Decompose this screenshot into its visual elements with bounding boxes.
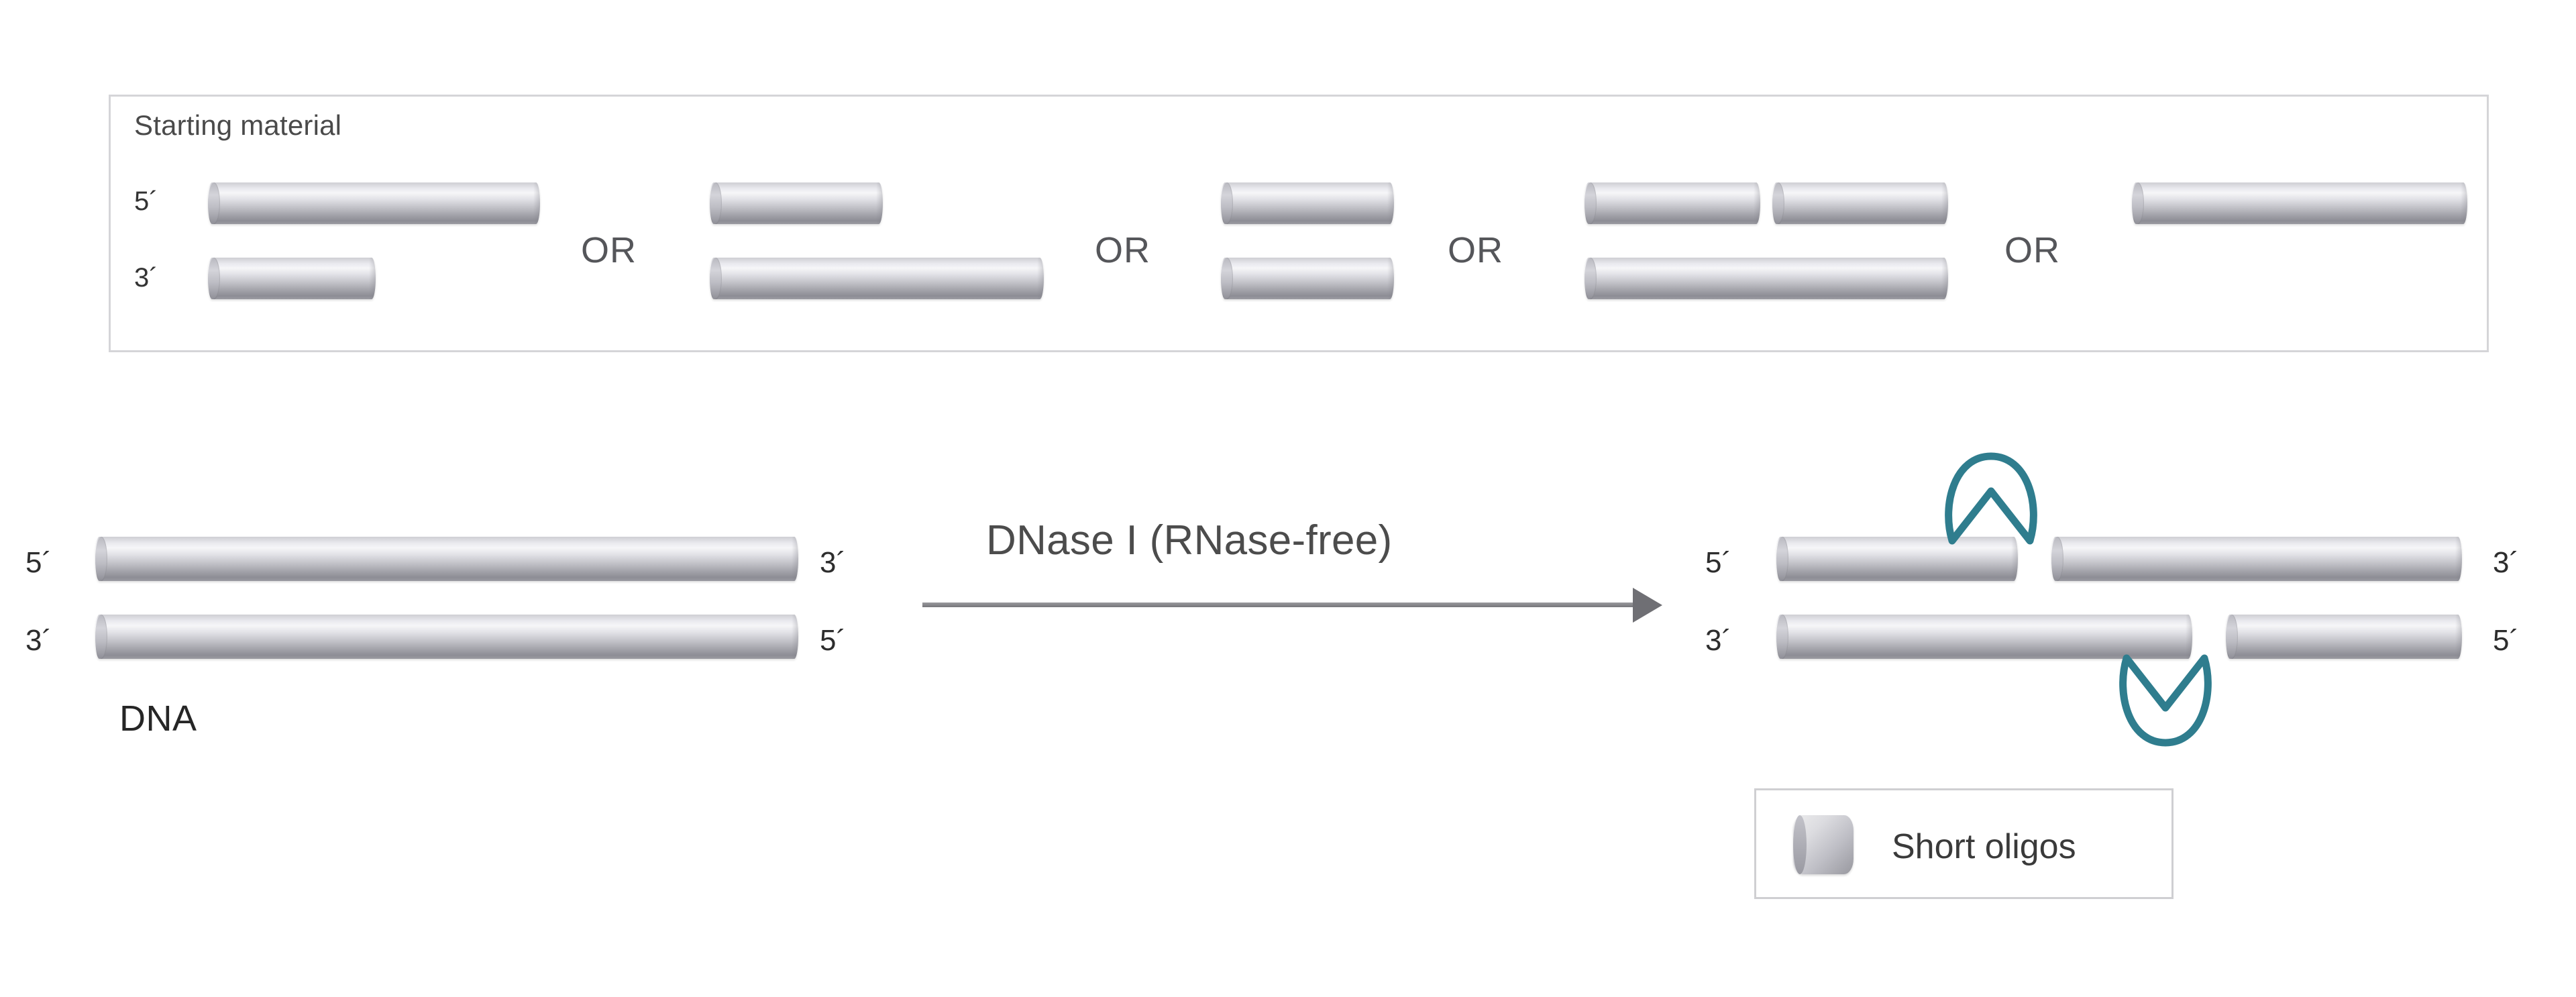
reaction-arrow-shaft — [922, 602, 1637, 607]
starting-material-rod — [1585, 182, 1760, 224]
product-top-fragment-left — [1776, 537, 2018, 581]
or-label: OR — [2004, 230, 2060, 270]
substrate-bottom-left-prime: 3´ — [25, 624, 52, 657]
legend-label: Short oligos — [1892, 827, 2076, 866]
substrate-top-left-prime: 5´ — [25, 546, 52, 579]
product-bottom-right-prime: 5´ — [2493, 624, 2520, 657]
starting-material-rod — [1585, 258, 1948, 299]
substrate-bottom-strand — [95, 615, 798, 659]
starting-material-rod — [208, 182, 540, 224]
enzyme-label: DNase I (RNase-free) — [986, 517, 1393, 564]
starting-material-bottom-prime-label: 3´ — [134, 263, 158, 293]
or-label: OR — [581, 230, 637, 270]
short-oligo-rod-icon — [1793, 815, 1854, 874]
product-top-left-prime: 5´ — [1705, 546, 1732, 579]
or-label: OR — [1448, 230, 1503, 270]
starting-material-rod — [710, 258, 1044, 299]
cut-mark-top-icon — [1937, 447, 2045, 545]
substrate-bottom-right-prime: 5´ — [820, 624, 847, 657]
starting-material-title: Starting material — [134, 109, 342, 141]
starting-material-rod — [710, 182, 883, 224]
substrate-top-strand — [95, 537, 798, 581]
starting-material-rod — [1772, 182, 1948, 224]
starting-material-rod — [2132, 182, 2467, 224]
product-bottom-left-prime: 3´ — [1705, 624, 1732, 657]
cut-mark-bottom-icon — [2112, 654, 2219, 752]
substrate-caption: DNA — [119, 698, 197, 739]
product-top-right-prime: 3´ — [2493, 546, 2520, 579]
starting-material-rod — [208, 258, 376, 299]
or-label: OR — [1095, 230, 1150, 270]
starting-material-rod — [1221, 258, 1394, 299]
product-top-fragment-right — [2051, 537, 2462, 581]
product-bottom-fragment-left — [1776, 615, 2192, 659]
reaction-arrow-head — [1633, 588, 1662, 623]
substrate-top-right-prime: 3´ — [820, 546, 847, 579]
product-bottom-fragment-right — [2226, 615, 2462, 659]
starting-material-rod — [1221, 182, 1394, 224]
starting-material-top-prime-label: 5´ — [134, 187, 158, 216]
